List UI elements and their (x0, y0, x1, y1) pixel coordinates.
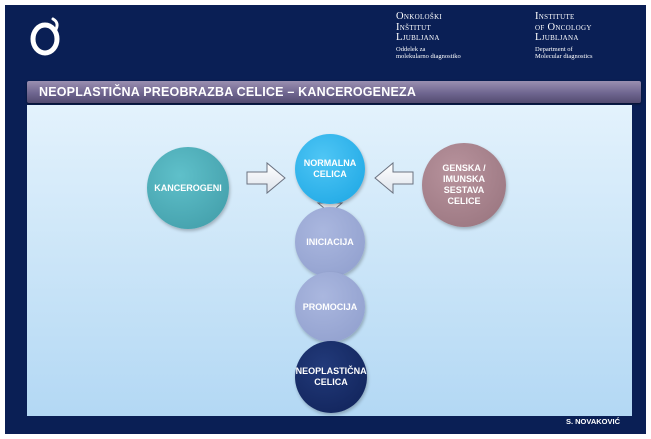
node-kancerogeni-label: KANCEROGENI (154, 182, 222, 193)
node-neoplasticna-celica-label: NEOPLASTIČNA CELICA (295, 366, 367, 387)
node-kancerogeni: KANCEROGENI (147, 147, 229, 229)
institute-en-block: Institute of Oncology Ljubljana Departme… (535, 11, 593, 61)
left-arrow-icon (374, 161, 414, 195)
right-arrow-icon (246, 161, 286, 195)
institute-en-name-3: Ljubljana (535, 32, 579, 43)
node-neoplasticna-celica: NEOPLASTIČNA CELICA (295, 341, 367, 413)
slide-title: NEOPLASTIČNA PREOBRAZBA CELICE – KANCERO… (39, 85, 417, 99)
institute-en-dept-2: Molecular diagnostics (535, 53, 593, 60)
node-normalna-celica: NORMALNA CELICA (295, 134, 365, 204)
institute-en-name-1: Institute (535, 11, 575, 22)
node-genska-imunska: GENSKA / IMUNSKA SESTAVA CELICE (422, 143, 506, 227)
node-promocija: PROMOCIJA (295, 272, 365, 342)
institute-sl-name-2: Inštitut (396, 21, 432, 33)
node-normalna-celica-label: NORMALNA CELICA (303, 158, 357, 179)
author-footer: S. NOVAKOVIĆ (565, 417, 620, 426)
node-promocija-label: PROMOCIJA (302, 301, 358, 312)
title-banner: NEOPLASTIČNA PREOBRAZBA CELICE – KANCERO… (27, 81, 641, 103)
node-iniciacija-label: INICIACIJA (306, 236, 354, 247)
diagram-canvas: KANCEROGENI NORMALNA CELICA GENSKA / IMU… (27, 105, 632, 416)
institute-sl-name-1: Onkološki (396, 11, 443, 22)
node-iniciacija: INICIACIJA (295, 207, 365, 277)
slide: Onkološki Inštitut Ljubljana Oddelek za … (5, 5, 646, 434)
institute-sl-name-3: Ljubljana (396, 32, 440, 43)
institute-sl-dept-2: molekularno diagnostiko (396, 53, 461, 60)
institute-en-dept-1: Department of (535, 45, 573, 53)
institute-logo-icon (30, 17, 60, 56)
institute-en-name-2: of Oncology (535, 21, 592, 33)
institute-sl-dept-1: Oddelek za (396, 45, 426, 53)
header: Onkološki Inštitut Ljubljana Oddelek za … (5, 5, 646, 79)
node-genska-imunska-label: GENSKA / IMUNSKA SESTAVA CELICE (442, 163, 486, 206)
institute-sl-block: Onkološki Inštitut Ljubljana Oddelek za … (396, 11, 461, 61)
